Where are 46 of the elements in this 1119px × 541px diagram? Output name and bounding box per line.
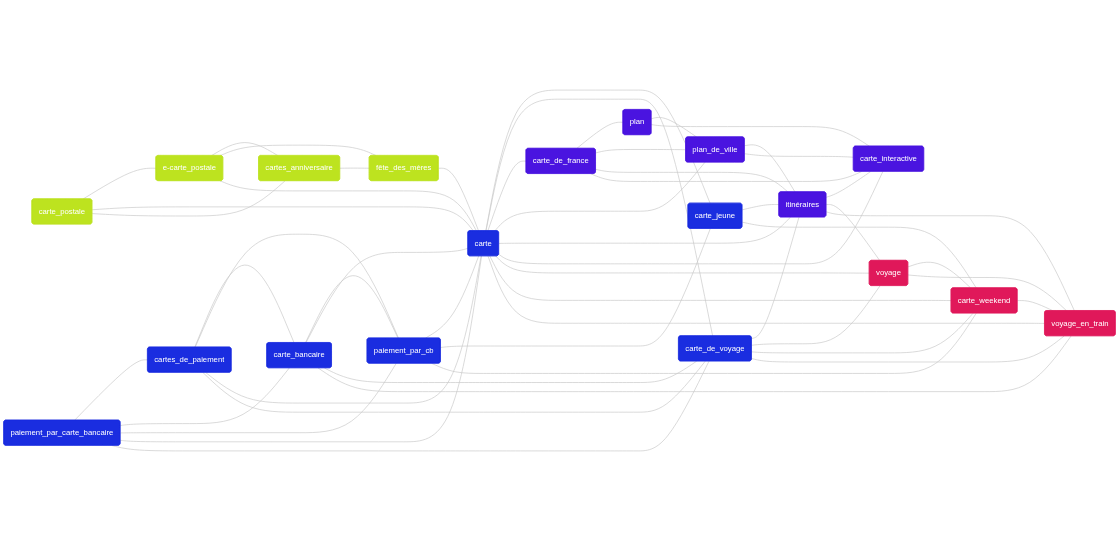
connector bbox=[595, 169, 789, 193]
connector bbox=[495, 255, 870, 274]
connector bbox=[317, 335, 1072, 392]
connector bbox=[751, 312, 974, 354]
connector bbox=[438, 167, 479, 232]
connector bbox=[907, 261, 972, 289]
connector bbox=[120, 363, 397, 434]
connector bbox=[576, 121, 624, 149]
connector bbox=[485, 98, 713, 337]
connector bbox=[219, 180, 477, 232]
connector bbox=[305, 275, 399, 344]
connector bbox=[494, 162, 706, 232]
connector bbox=[825, 211, 1075, 312]
connector bbox=[825, 171, 871, 198]
connector bbox=[120, 367, 290, 426]
connector bbox=[74, 359, 148, 421]
connector bbox=[590, 171, 862, 182]
connector bbox=[91, 206, 474, 232]
connector bbox=[487, 160, 527, 232]
connector bbox=[425, 255, 480, 339]
connector bbox=[487, 255, 1046, 324]
connector bbox=[744, 144, 796, 193]
connector bbox=[498, 171, 884, 265]
connector bbox=[211, 142, 279, 156]
connector bbox=[120, 255, 482, 443]
connector bbox=[751, 285, 881, 346]
connector bbox=[907, 274, 1067, 312]
connector bbox=[741, 221, 977, 289]
connector bbox=[498, 216, 791, 244]
connector bbox=[194, 264, 295, 348]
connector bbox=[489, 255, 952, 301]
connector bbox=[205, 255, 482, 404]
connector bbox=[323, 360, 697, 383]
connector bbox=[485, 89, 711, 232]
connector bbox=[651, 124, 870, 147]
connector bbox=[744, 153, 854, 158]
connector bbox=[194, 233, 399, 348]
connector bbox=[751, 335, 1065, 363]
connector bbox=[751, 216, 800, 339]
connector bbox=[595, 149, 687, 154]
connector bbox=[741, 204, 780, 211]
connector bbox=[440, 228, 711, 348]
connector bbox=[825, 204, 881, 261]
connector bbox=[305, 247, 469, 344]
connector bbox=[202, 360, 706, 413]
connector bbox=[91, 180, 286, 217]
